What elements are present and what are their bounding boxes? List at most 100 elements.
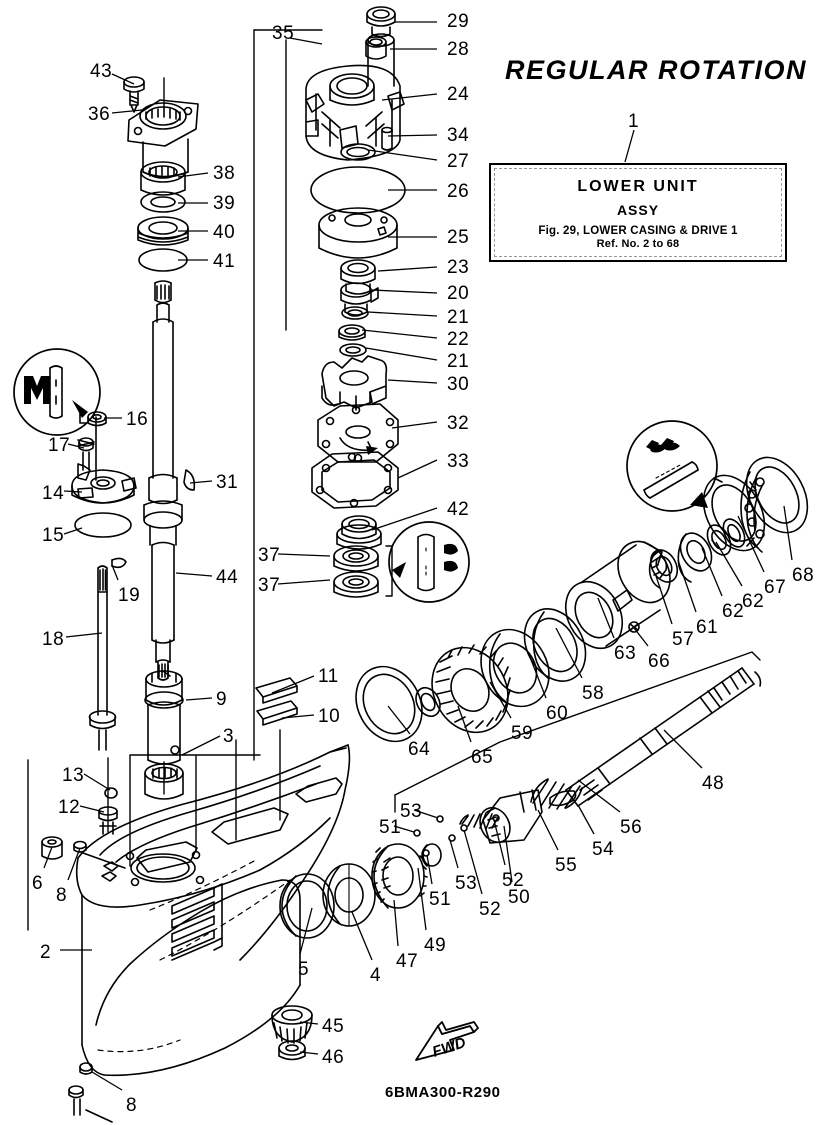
- callout-32: 32: [447, 413, 470, 434]
- callout-26: 26: [447, 181, 470, 202]
- callout-52: 52: [502, 870, 525, 891]
- part-24-water-pump-housing: [305, 33, 405, 161]
- part-34-dowel: [381, 126, 393, 151]
- title-block: LOWER UNIT ASSY Fig. 29, LOWER CASING & …: [489, 163, 787, 262]
- part-51-pin-a: [413, 829, 421, 837]
- part-54-pin: [549, 790, 577, 807]
- part-59-reverse-gear: [431, 644, 511, 734]
- part-25-pump-housing: [318, 207, 398, 259]
- part-4-bearing: [322, 863, 376, 927]
- title-block-line2: ASSY: [616, 201, 660, 218]
- part-44-drive-shaft: [143, 280, 183, 681]
- callout-45: 45: [322, 1016, 345, 1037]
- callout-49: 49: [424, 935, 447, 956]
- part-22-bushing: [338, 324, 366, 341]
- part-13-oring: [104, 787, 118, 799]
- part-16-nut: [79, 411, 107, 427]
- part-36-housing: [127, 99, 199, 178]
- callout-38: 38: [213, 163, 236, 184]
- part-29-seal: [366, 6, 396, 38]
- part-33-gasket: [311, 451, 399, 509]
- callout-47: 47: [396, 951, 419, 972]
- callout-19: 19: [118, 585, 141, 606]
- detail-circle-m-mark: [13, 348, 101, 436]
- callout-22: 22: [447, 329, 470, 350]
- part-47-forward-gear: [371, 843, 428, 909]
- callout-55: 55: [555, 855, 578, 876]
- callout-58: 58: [582, 683, 605, 704]
- callout-40: 40: [213, 222, 236, 243]
- callout-68: 68: [792, 565, 815, 586]
- callout-24: 24: [447, 84, 470, 105]
- callout-43: 43: [90, 61, 113, 82]
- callout-51: 51: [379, 817, 402, 838]
- callout-6: 6: [32, 873, 44, 894]
- detail-circle-bearing-orientation: [388, 521, 470, 603]
- callout-33: 33: [447, 451, 470, 472]
- part-58-bearing-race: [523, 608, 587, 682]
- callout-50: 50: [508, 887, 531, 908]
- part-15-oring: [74, 512, 132, 538]
- callout-16: 16: [126, 409, 149, 430]
- part-52-pin-a: [460, 824, 468, 832]
- callout-12: 12: [58, 797, 81, 818]
- callout-23: 23: [447, 257, 470, 278]
- part-42-bearing-housing: [336, 515, 382, 550]
- part-5-oil-seal: [279, 873, 335, 939]
- part-19-clip: [111, 557, 127, 569]
- part-18-shift-rod: [88, 565, 117, 751]
- callout-37: 37: [258, 575, 281, 596]
- callout-10: 10: [318, 706, 341, 727]
- part-65-thrust-washer: [415, 686, 441, 718]
- callout-34: 34: [447, 125, 470, 146]
- callout-36: 36: [88, 104, 111, 125]
- part-31-woodruff-key: [183, 469, 196, 491]
- part-41-oring: [138, 248, 188, 272]
- callout-62: 62: [742, 591, 765, 612]
- callout-17: 17: [48, 435, 71, 456]
- part-30-impeller: [321, 355, 388, 411]
- part-38-bearing: [140, 161, 186, 196]
- callout-51: 51: [429, 889, 452, 910]
- callout-48: 48: [702, 773, 725, 794]
- part-62-washer-a: [706, 524, 732, 556]
- part-11-key: [255, 677, 298, 704]
- part-43-bolt: [123, 76, 145, 113]
- callout-67: 67: [764, 577, 787, 598]
- part-56-spring-large: [530, 778, 583, 810]
- part-53-pin-a: [436, 815, 444, 823]
- part-53-pin-b: [448, 834, 456, 842]
- callout-63: 63: [614, 643, 637, 664]
- callout-66: 66: [648, 651, 671, 672]
- callout-46: 46: [322, 1047, 345, 1068]
- part-23-seal: [340, 259, 376, 295]
- callout-56: 56: [620, 817, 643, 838]
- callout-3: 3: [223, 726, 235, 747]
- callout-41: 41: [213, 251, 236, 272]
- part-28-bushing: [365, 36, 387, 60]
- callout-61: 61: [696, 617, 719, 638]
- title-block-line4: Ref. No. 2 to 68: [596, 237, 680, 250]
- part-63-bearing-housing: [564, 540, 671, 650]
- drawing-number: 6BMA300-R290: [385, 1084, 501, 1101]
- part-40-oil-seal: [137, 216, 189, 246]
- part-45-pinion-gear: [271, 1005, 313, 1044]
- callout-2: 2: [40, 942, 52, 963]
- callout-64: 64: [408, 739, 431, 760]
- assembly-bracket-shaft: [394, 651, 761, 796]
- callout-60: 60: [546, 703, 569, 724]
- callout-39: 39: [213, 193, 236, 214]
- callout-54: 54: [592, 839, 615, 860]
- part-14-shift-bracket: [71, 416, 137, 504]
- callout-28: 28: [447, 39, 470, 60]
- callout-29: 29: [447, 11, 470, 32]
- part-6-anode: [41, 836, 63, 860]
- part-51-pin-b: [422, 849, 430, 857]
- part-37-bearing-b: [333, 571, 379, 598]
- part-27-oring: [340, 143, 376, 161]
- part-9-sleeve: [144, 670, 184, 765]
- part-46-nut: [278, 1040, 306, 1061]
- fwd-direction-marker: FWD: [412, 1020, 482, 1076]
